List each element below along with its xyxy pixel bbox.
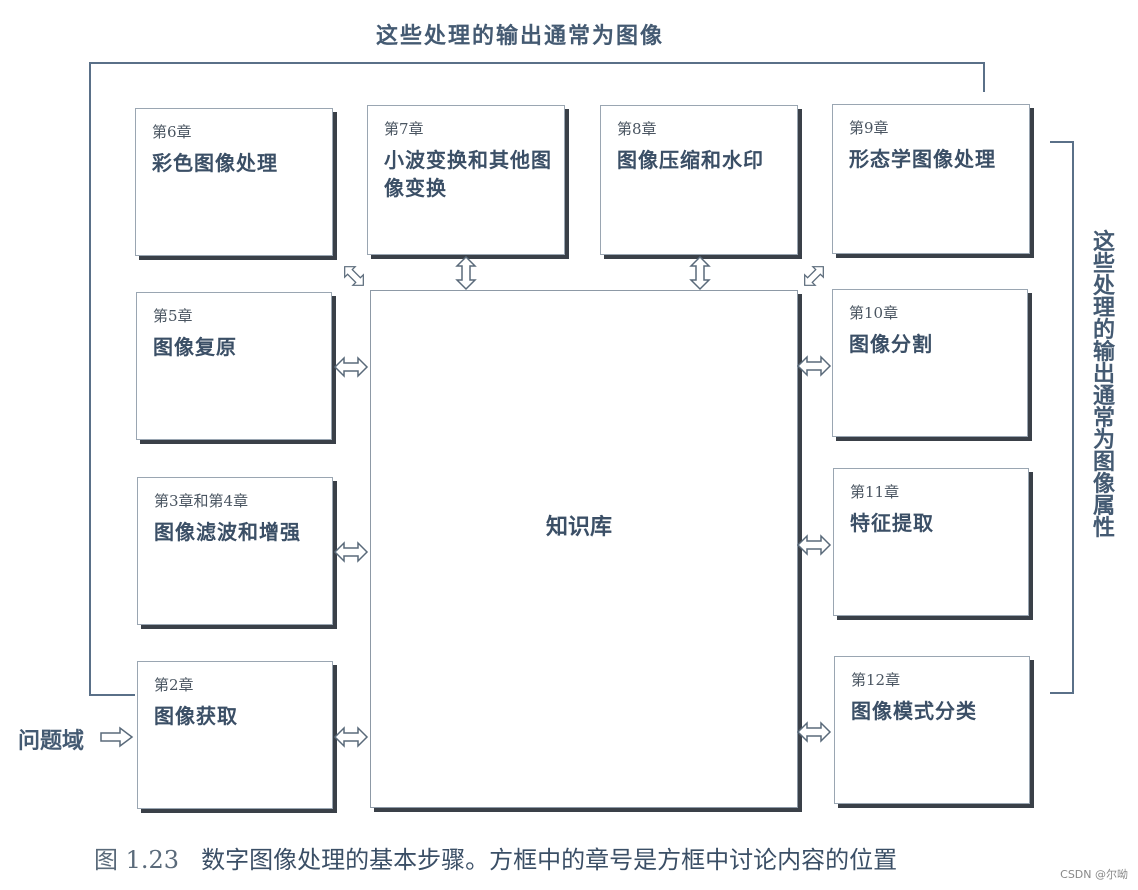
- right-label: 这些处理的输出通常为图像属性: [1093, 230, 1116, 541]
- watermark: CSDN @尔呦: [1060, 868, 1128, 881]
- right-bracket-bottom: [1050, 692, 1074, 694]
- right-bracket-top: [1050, 141, 1074, 143]
- caption-text: 数字图像处理的基本步骤。方框中的章号是方框中讨论内容的位置: [201, 846, 898, 874]
- box-title: 图像滤波和增强: [154, 520, 301, 544]
- box-title: 图像分割: [849, 332, 933, 356]
- figure-caption: 图 1.23 数字图像处理的基本步骤。方框中的章号是方框中讨论内容的位置: [94, 840, 897, 875]
- double-arrow-icon: [333, 726, 369, 748]
- problem-domain-label: 问题域: [18, 729, 85, 754]
- chapter-number: 第8章: [617, 120, 657, 138]
- box-chapter-12: 第12章 图像模式分类: [834, 656, 1030, 804]
- chapter-number: 第3章和第4章: [154, 492, 249, 510]
- box-title: 特征提取: [850, 511, 934, 535]
- box-title: 图像获取: [154, 704, 238, 728]
- box-title: 图像压缩和水印: [617, 148, 764, 172]
- box-chapter-7: 第7章 小波变换和其他图像变换: [367, 105, 565, 255]
- box-title: 图像复原: [153, 335, 237, 359]
- box-title: 小波变换和其他图像变换: [384, 148, 552, 200]
- top-label: 这些处理的输出通常为图像: [376, 24, 665, 49]
- top-bracket-right: [983, 62, 985, 92]
- box-title: 形态学图像处理: [849, 147, 996, 171]
- chapter-number: 第2章: [154, 676, 194, 694]
- double-arrow-vertical-icon: [455, 255, 477, 291]
- right-bracket-vertical: [1072, 141, 1074, 694]
- double-arrow-icon: [333, 541, 369, 563]
- chapter-number: 第5章: [153, 307, 193, 325]
- double-arrow-icon: [796, 534, 832, 556]
- box-chapter-10: 第10章 图像分割: [832, 289, 1028, 437]
- input-arrow-icon: [100, 726, 134, 748]
- box-chapter-9: 第9章 形态学图像处理: [832, 104, 1030, 254]
- double-arrow-vertical-icon: [689, 255, 711, 291]
- box-chapter-5: 第5章 图像复原: [136, 292, 332, 440]
- box-chapter-6: 第6章 彩色图像处理: [135, 108, 333, 256]
- figure-number: 图 1.23: [94, 846, 180, 874]
- knowledge-base-label: 知识库: [546, 515, 613, 540]
- chapter-number: 第7章: [384, 120, 424, 138]
- box-chapter-2: 第2章 图像获取: [137, 661, 333, 809]
- chapter-number: 第6章: [152, 123, 192, 141]
- chapter-number: 第12章: [851, 671, 901, 689]
- double-arrow-diagonal-icon: [804, 266, 824, 286]
- chapter-number: 第9章: [849, 119, 889, 137]
- double-arrow-icon: [796, 721, 832, 743]
- box-title: 图像模式分类: [851, 699, 977, 723]
- box-title: 彩色图像处理: [152, 151, 278, 175]
- double-arrow-icon: [796, 355, 832, 377]
- chapter-number: 第10章: [849, 304, 899, 322]
- box-chapter-8: 第8章 图像压缩和水印: [600, 105, 798, 255]
- chapter-number: 第11章: [850, 483, 900, 501]
- box-chapter-3-4: 第3章和第4章 图像滤波和增强: [137, 477, 333, 625]
- knowledge-base-box: 知识库: [370, 290, 798, 808]
- box-chapter-11: 第11章 特征提取: [833, 468, 1029, 616]
- top-bracket-bottom: [89, 694, 135, 696]
- double-arrow-icon: [333, 356, 369, 378]
- top-bracket-left: [89, 62, 91, 696]
- top-bracket-top: [89, 62, 985, 64]
- double-arrow-diagonal-icon: [344, 266, 364, 286]
